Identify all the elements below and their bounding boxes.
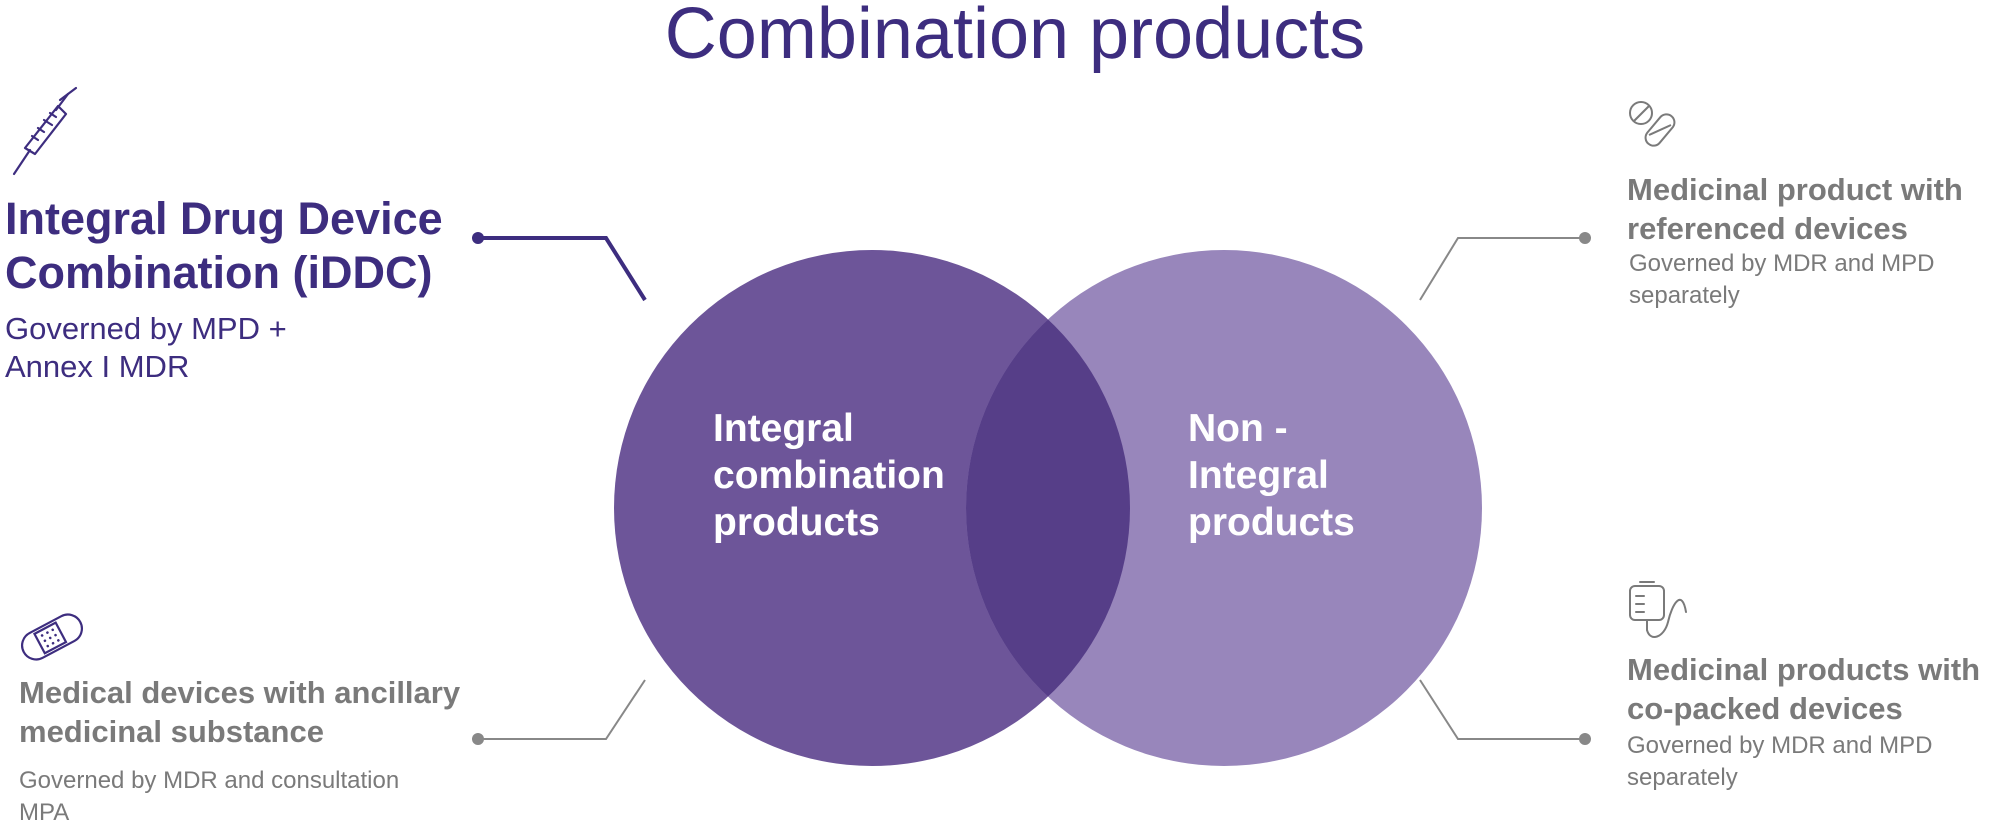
ancillary-heading: Medical devices with ancillary medicinal… — [19, 675, 461, 749]
pills-icon — [1629, 101, 1676, 147]
referenced-heading: Medicinal product with referenced device… — [1627, 172, 1963, 246]
left-circle-label: Integral combination products — [713, 407, 945, 544]
iddc-heading: Integral Drug Device Combination (iDDC) — [5, 193, 443, 298]
connector-iddc — [472, 232, 647, 302]
referenced-subtext: Governed by MDR and MPD separately — [1629, 250, 1935, 309]
iv-bag-icon — [1629, 581, 1687, 638]
connector-referenced — [1419, 232, 1591, 301]
copacked-heading: Medicinal products with co-packed device… — [1627, 652, 1981, 726]
bandage-icon — [21, 613, 83, 661]
iddc-subtext: Governed by MPD + Annex I MDR — [5, 311, 287, 384]
connector-ancillary — [472, 679, 646, 745]
callout-copacked: Medicinal products with co-packed device… — [1627, 650, 1980, 794]
callout-iddc: Integral Drug Device Combination (iDDC) … — [5, 192, 443, 386]
callout-ancillary: Medical devices with ancillary medicinal… — [19, 673, 460, 829]
syringe-icon — [12, 86, 78, 176]
callout-referenced: Medicinal product with referenced device… — [1627, 170, 1963, 312]
page-title: Combination products — [664, 0, 1366, 74]
ancillary-subtext: Governed by MDR and consultation MPA — [19, 767, 400, 826]
right-circle-label: Non - Integral products — [1188, 407, 1355, 544]
overlap-region — [966, 250, 1130, 766]
connector-copacked — [1419, 679, 1591, 745]
copacked-subtext: Governed by MDR and MPD separately — [1627, 732, 1933, 791]
